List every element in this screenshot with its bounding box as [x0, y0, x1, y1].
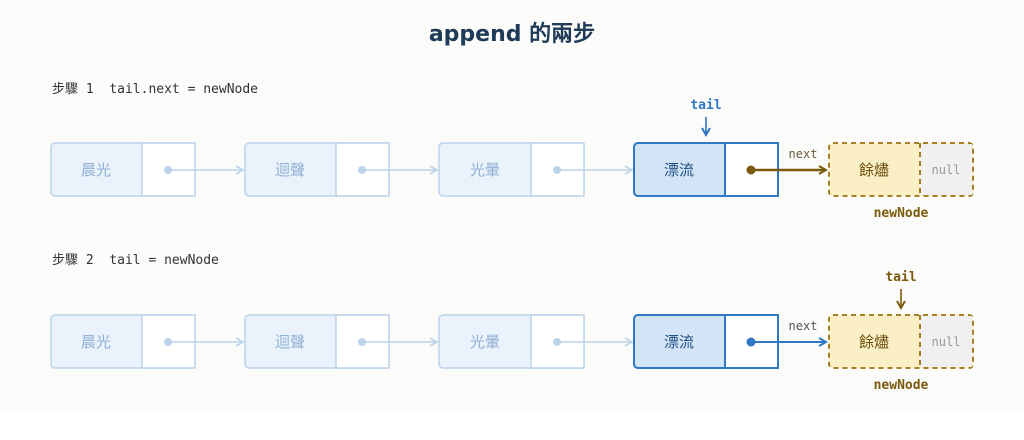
node-value: 餘燼 — [859, 161, 889, 179]
node-value: 迴聲 — [275, 161, 305, 179]
node-value: 迴聲 — [275, 333, 305, 351]
null-label: null — [932, 163, 961, 177]
new-node-label: newNode — [874, 378, 929, 393]
node-value: 光暈 — [470, 333, 500, 351]
node-value: 晨光 — [81, 161, 111, 179]
list-node: 晨光 — [50, 142, 196, 197]
page-title: append 的兩步 — [428, 22, 596, 47]
new-tail-node: 餘燼 null — [828, 314, 974, 369]
node-value: 晨光 — [81, 333, 111, 351]
diagram-canvas: append 的兩步 步驟 1 tail.next = newNode 步驟 2… — [50, 22, 974, 393]
next-label: next — [789, 147, 818, 161]
step-2-label: 步驟 2 tail = newNode — [52, 253, 219, 268]
tail-label: tail — [690, 98, 721, 113]
new-node-label: newNode — [874, 206, 929, 221]
tail-label: tail — [885, 270, 916, 285]
node-value: 光暈 — [470, 161, 500, 179]
node-value: 漂流 — [664, 333, 694, 351]
node-value: 漂流 — [664, 161, 694, 179]
step-2-row: 晨光 迴聲 光暈 漂流 — [50, 270, 974, 393]
null-label: null — [932, 335, 961, 349]
linked-list-diagram: 晨光 迴聲 光暈 漂流 — [50, 98, 974, 393]
new-node: 餘燼 null — [828, 142, 974, 197]
step-1-label: 步驟 1 tail.next = newNode — [52, 82, 259, 97]
next-label: next — [789, 319, 818, 333]
node-value: 餘燼 — [859, 333, 889, 351]
step-1-row: 晨光 迴聲 光暈 漂流 — [50, 98, 974, 221]
